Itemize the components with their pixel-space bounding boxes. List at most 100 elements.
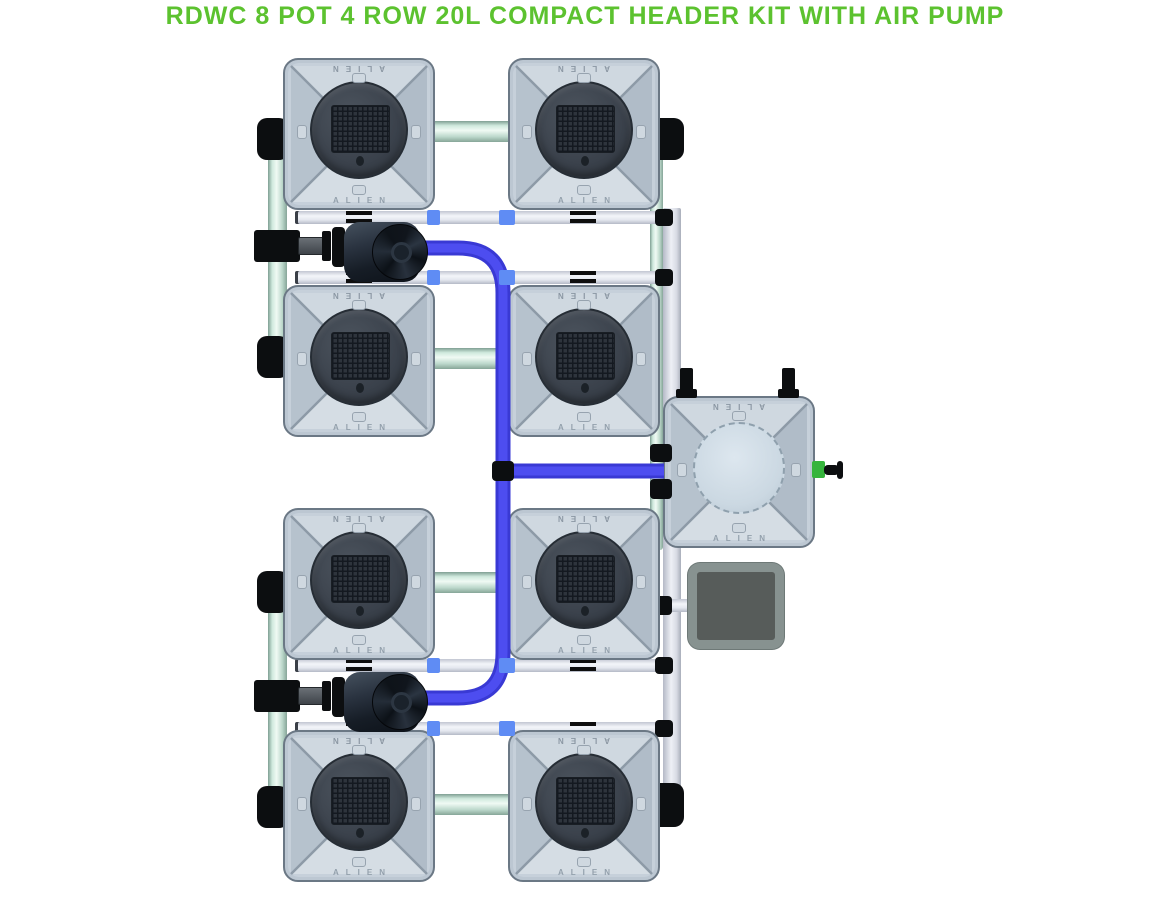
blue-clamp (427, 270, 440, 285)
lid-tab (636, 125, 646, 139)
lid-tab (352, 857, 366, 867)
pot-drain-hole (356, 156, 364, 166)
pot-drain-hole (581, 606, 589, 616)
lid-tab (297, 352, 307, 366)
pot-brand-label: ALIEN (558, 646, 617, 655)
header-bulkhead-fitting (650, 444, 672, 462)
pot-drain-hole (356, 606, 364, 616)
row2-link-pipe (430, 348, 512, 369)
pipe-clamp (570, 659, 596, 671)
pot-lid (310, 753, 408, 851)
lid-tab (411, 352, 421, 366)
lid-tab (411, 797, 421, 811)
lid-tab (677, 463, 687, 477)
header-port (676, 389, 697, 398)
blue-clamp (499, 721, 515, 736)
manifold-junction (655, 657, 673, 674)
pump-tee-fitting (254, 230, 300, 262)
lid-tab (352, 523, 366, 533)
lid-tab (577, 412, 591, 422)
pot-lid (535, 81, 633, 179)
pump-flange (322, 681, 331, 711)
pot-drain-hole (356, 828, 364, 838)
blue-clamp (427, 210, 440, 225)
pot-3: ALIEN ALIEN (283, 285, 435, 437)
lid-tab (577, 745, 591, 755)
pot-drain-hole (581, 156, 589, 166)
lid-tab (297, 575, 307, 589)
lid-tab (522, 575, 532, 589)
header-outlet-cap (837, 461, 843, 479)
pot-lid (535, 308, 633, 406)
pot-mesh-insert (556, 555, 615, 603)
pot-mesh-insert (331, 105, 390, 153)
row1-link-pipe (430, 121, 512, 142)
pump-flange (322, 231, 331, 261)
lid-tab (732, 523, 746, 533)
tube-tee-fitting (492, 461, 514, 481)
pot-7: ALIEN ALIEN (283, 730, 435, 882)
pump-tee-fitting (254, 680, 300, 712)
pot-8: ALIEN ALIEN (508, 730, 660, 882)
lid-tab (577, 300, 591, 310)
pot-lid (310, 308, 408, 406)
lid-tab (732, 411, 746, 421)
lid-tab (522, 797, 532, 811)
lid-tab (577, 635, 591, 645)
water-pump-1 (254, 222, 428, 284)
lid-tab (352, 412, 366, 422)
header-tank-lid (693, 422, 785, 514)
pot-drain-hole (581, 828, 589, 838)
pot-brand-label: ALIEN (333, 196, 392, 205)
header-outlet-stub (824, 465, 839, 475)
page-title: RDWC 8 POT 4 ROW 20L COMPACT HEADER KIT … (165, 2, 1005, 30)
water-pump-2 (254, 672, 428, 734)
lid-tab (577, 857, 591, 867)
pot-lid (535, 531, 633, 629)
lid-tab (352, 635, 366, 645)
pot-lid (535, 753, 633, 851)
pump-collar (332, 677, 345, 717)
pot-brand-label: ALIEN (333, 868, 392, 877)
pot-brand-label: ALIEN (558, 196, 617, 205)
pot-brand-label: ALIEN (558, 423, 617, 432)
pot-5: ALIEN ALIEN (283, 508, 435, 660)
pipe-clamp (570, 211, 596, 223)
air-pump (688, 563, 784, 649)
pot-brand-label: ALIEN (333, 423, 392, 432)
pipe-clamp (346, 211, 372, 223)
blue-clamp (499, 270, 515, 285)
lid-tab (577, 523, 591, 533)
manifold-junction (655, 269, 673, 286)
pot-lid (310, 531, 408, 629)
lid-tab (577, 73, 591, 83)
pot-1: ALIEN ALIEN (283, 58, 435, 210)
pot-brand-label: ALIEN (558, 868, 617, 877)
lid-tab (636, 575, 646, 589)
pump-collar (332, 227, 345, 267)
pot-mesh-insert (331, 777, 390, 825)
lid-tab (297, 125, 307, 139)
manifold-junction (655, 720, 673, 737)
pot-brand-label: ALIEN (333, 646, 392, 655)
lid-tab (352, 185, 366, 195)
lid-tab (791, 463, 801, 477)
lid-tab (636, 797, 646, 811)
blue-clamp (427, 658, 440, 673)
blue-clamp (427, 721, 440, 736)
blue-clamp (499, 658, 515, 673)
pot-mesh-insert (556, 332, 615, 380)
pipe-clamp (570, 271, 596, 283)
pot-2: ALIEN ALIEN (508, 58, 660, 210)
pot-mesh-insert (556, 777, 615, 825)
header-brand-label: ALIEN (713, 534, 772, 543)
pump-hub (391, 242, 412, 263)
lid-tab (636, 352, 646, 366)
pot-4: ALIEN ALIEN (508, 285, 660, 437)
row3-link-pipe (430, 572, 512, 593)
header-tank: ALIEN ALIEN (663, 396, 815, 548)
header-bulkhead-fitting (650, 479, 672, 499)
lid-tab (352, 73, 366, 83)
row4-link-pipe (430, 794, 512, 815)
